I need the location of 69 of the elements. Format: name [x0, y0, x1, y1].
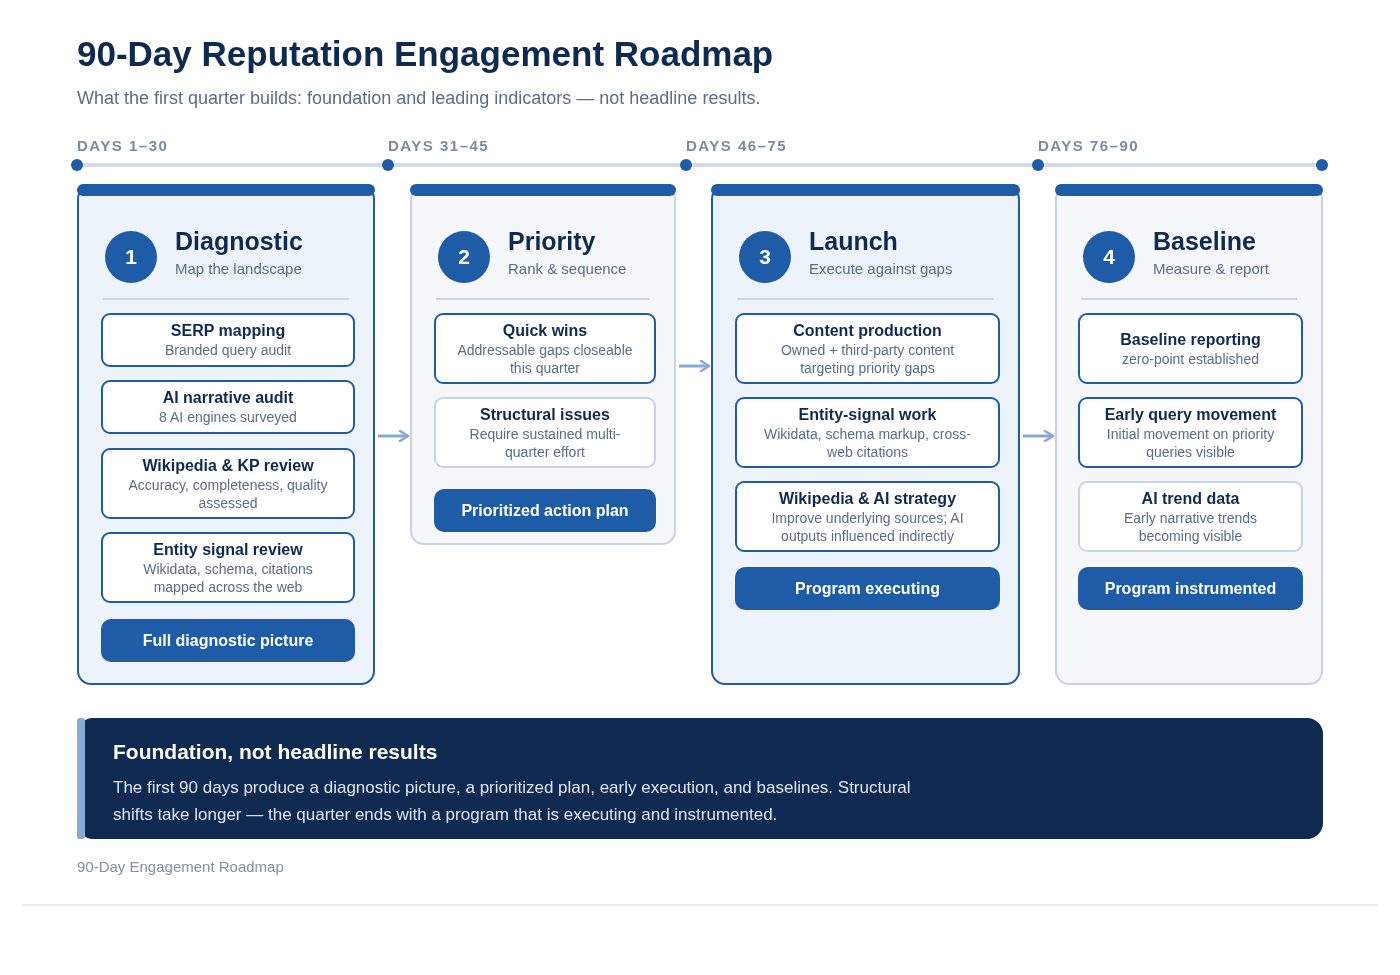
phase-heading: Launch	[809, 227, 898, 256]
subtitle: What the first quarter builds: foundation and leading indicators — not headline results.	[77, 88, 761, 109]
task-title: Wikipedia & AI strategy	[777, 488, 958, 509]
step-number-badge: 1	[105, 231, 157, 283]
task-title: Structural issues	[479, 404, 611, 425]
phase-subheading: Execute against gaps	[809, 260, 953, 277]
task-card	[735, 397, 1000, 468]
task-card	[101, 380, 355, 434]
task-card	[1078, 397, 1303, 468]
task-description: Wikidata, schema markup, cross-web citations	[763, 424, 972, 461]
outcome-button: Prioritized action plan	[434, 489, 656, 532]
phase-heading: Diagnostic	[175, 227, 303, 256]
phase-subheading: Map the landscape	[175, 260, 302, 277]
task-title: AI narrative audit	[161, 388, 295, 408]
task-description: Initial movement on priority queries visible	[1105, 424, 1276, 461]
task-title: Wikipedia & KP review	[141, 455, 315, 476]
arrow	[378, 429, 410, 443]
outcome-button: Program instrumented	[1078, 567, 1303, 610]
task-title: Entity signal review	[152, 539, 304, 560]
task-description: Branded query audit	[163, 341, 293, 359]
task-title: Content production	[792, 320, 943, 341]
task-title: Early query movement	[1103, 404, 1278, 425]
task-card	[434, 397, 656, 468]
phase-date-label: DAYS 46–75	[686, 137, 788, 154]
outcome-button: Program executing	[735, 567, 1000, 610]
task-title: AI trend data	[1140, 488, 1241, 509]
diagram-title: 90-Day Reputation Engagement Roadmap	[77, 34, 774, 74]
step-number-badge: 3	[739, 231, 791, 283]
task-card	[101, 313, 355, 367]
task-card	[1078, 313, 1303, 384]
phase-subheading: Measure & report	[1153, 260, 1269, 277]
task-description: zero-point established	[1121, 349, 1260, 368]
footer-caption: 90-Day Engagement Roadmap	[77, 858, 284, 875]
task-card	[434, 313, 656, 384]
task-title: Quick wins	[501, 320, 589, 341]
task-description: Improve underlying sources; AI outputs influenced indirectly	[770, 508, 965, 545]
phase-date-label: DAYS 76–90	[1038, 137, 1140, 154]
phase-date-label: DAYS 31–45	[388, 137, 490, 154]
step-number-badge: 2	[438, 231, 490, 283]
phase-card	[1055, 185, 1323, 685]
task-description: Accuracy, completeness, quality assessed	[127, 475, 329, 512]
summary-banner	[77, 718, 1323, 839]
arrow	[679, 359, 711, 373]
task-title: Baseline reporting	[1119, 329, 1262, 350]
task-card	[735, 313, 1000, 384]
task-description: Require sustained multi-quarter effort	[468, 424, 622, 461]
phase-card	[711, 185, 1020, 685]
task-title: SERP mapping	[169, 321, 287, 341]
phase-card	[77, 185, 375, 685]
phase-date-label: DAYS 1–30	[77, 137, 169, 154]
task-description: Wikidata, schema, citations mapped across the web	[142, 559, 314, 596]
task-description: Addressable gaps closeable this quarter	[456, 340, 634, 377]
task-card	[101, 532, 355, 603]
outcome-button: Full diagnostic picture	[101, 619, 355, 662]
arrow	[1023, 429, 1055, 443]
banner-heading: Foundation, not headline results	[113, 740, 439, 764]
banner-text: The first 90 days produce a diagnostic picture, a prioritized plan, early execution, and baselines. Structural shifts take longer — the quarter ends with a program that is executing and instrumented.	[113, 777, 912, 826]
task-card	[1078, 481, 1303, 552]
task-card	[735, 481, 1000, 552]
task-description: 8 AI engines surveyed	[158, 408, 298, 426]
task-title: Entity-signal work	[797, 404, 938, 425]
phase-heading: Priority	[508, 227, 596, 256]
phase-card	[410, 185, 676, 545]
task-card	[101, 448, 355, 519]
task-description: Owned + third-party content targeting priority gaps	[779, 340, 956, 377]
task-description: Early narrative trends becoming visible	[1122, 508, 1259, 545]
phase-subheading: Rank & sequence	[508, 260, 627, 277]
step-number-badge: 4	[1083, 231, 1135, 283]
phase-heading: Baseline	[1153, 227, 1256, 256]
